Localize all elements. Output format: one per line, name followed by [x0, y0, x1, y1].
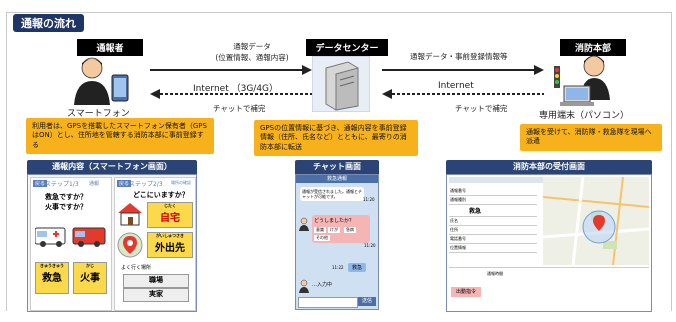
question1-line1: 救急ですか？ [45, 193, 87, 201]
step2-label: ステップ2/3 [129, 181, 163, 188]
terminal-label: 専用端末（パソコン） [539, 111, 630, 121]
hq-footer-label: 通報時間 [487, 271, 503, 276]
hq-info-table: 通報番号 通報種別 救急 氏名 住所 電話番号 位置情報 [449, 187, 537, 253]
gaishutsu-label: 外出先 [155, 243, 185, 254]
chat-msg-2-text: どうしましたか？ [314, 218, 355, 224]
page-title: 通報の流れ [13, 14, 84, 32]
hq-note: 通報を受けて、消防隊・救急隊を現場へ派遣 [520, 124, 662, 151]
smartphone-label: スマートフォン [67, 109, 130, 119]
hq-panel-title: 消防本部の受付画面 [446, 160, 652, 174]
fire-hq-label: 消防本部 [560, 39, 626, 56]
chat-msg-1: 通報が受信されました。通報とチャットが可能です。 [300, 187, 364, 202]
chat-time-2: 11:20 [364, 243, 376, 248]
back-button-2[interactable]: 戻る [117, 180, 132, 187]
hq-row-0: 通報番号 [449, 187, 537, 196]
chat-right-label: チャットで補完 [455, 104, 508, 113]
caller-label: 通報者 [77, 39, 143, 56]
chat-left-label: チャットで補完 [213, 104, 266, 113]
report-data-label: 通報データ (位置情報、通報内容) [212, 41, 292, 63]
caller-note: 利用者は、GPSを搭載したスマートフォン保有者（GPSはON）とし、住所地を管轄… [26, 118, 214, 155]
kyukyu-ruby: きゅうきゅう [40, 263, 64, 268]
outer-frame [6, 12, 672, 311]
chat-input[interactable] [298, 297, 358, 308]
hq-toolbar [449, 177, 543, 183]
map-pin-icon [117, 232, 143, 258]
step2-sub: 場所の確認 [171, 180, 191, 185]
hq-row-4: 住所 [449, 226, 537, 235]
server-icon [312, 56, 370, 112]
operator-avatar-icon [299, 217, 309, 231]
jikka-button[interactable]: 実家 [123, 288, 189, 302]
choice-4[interactable]: その他 [314, 235, 330, 241]
vehicle-icons [35, 227, 106, 247]
hq-row-3: 氏名 [449, 217, 537, 226]
choice-2[interactable]: けが [328, 227, 340, 233]
internet-right-label: Internet [438, 81, 474, 91]
jitaku-label: 自宅 [160, 213, 180, 224]
step1-sub: 通報 [89, 181, 100, 187]
gaishutsu-ruby: がいしゅつさき [156, 233, 184, 238]
jitaku-ruby: じたく [164, 203, 176, 208]
hq-row-2: 救急 [449, 205, 537, 217]
caller-person-icon [74, 57, 129, 105]
hq-row-6: 位置情報 [449, 244, 537, 253]
phone-screen-2: 戻る ステップ2/3 場所の確認 どこにいますか？ じたく 自宅 がいしゅつさき… [114, 177, 196, 311]
kaji-ruby: かじ [86, 263, 94, 268]
question1-line2: 火事ですか？ [45, 203, 87, 211]
back-button-1[interactable]: 戻る [33, 180, 48, 187]
chat-reply: 救急 [348, 263, 367, 272]
operator-avatar-icon-2 [299, 279, 309, 293]
chat-panel-title: チャット画面 [295, 160, 379, 174]
frequent-places-label: よく行く場所 [121, 265, 152, 271]
kyukyu-label: 救急 [42, 273, 62, 284]
choice-1[interactable]: 意識 [314, 227, 326, 233]
internet-left-label: Internet （3G/4G） [193, 84, 279, 94]
forward-data-label: 通報データ・事前登録情報等 [410, 52, 508, 61]
phone-panel: 戻る ステップ1/3 通報 救急ですか？ 火事ですか？ きゅうきゅう [27, 174, 197, 312]
chat-panel: 救急通報 通報が受信されました。通報とチャットが可能です。 11:20 どうしま… [295, 174, 379, 310]
chat-send-button[interactable]: 送信 [358, 297, 376, 306]
gaishutsu-button[interactable]: がいしゅつさき 外出先 [147, 232, 193, 258]
hq-map[interactable] [543, 177, 649, 265]
hq-row-5: 電話番号 [449, 235, 537, 244]
phone-screen-1: 戻る ステップ1/3 通報 救急ですか？ 火事ですか？ きゅうきゅう [30, 177, 112, 311]
kyukyu-button[interactable]: きゅうきゅう 救急 [35, 262, 69, 294]
center-note: GPSの位置情報に基づき、通報内容を事前登録情報（住所、氏名など）とともに、最寄… [254, 120, 418, 157]
chat-msg-2: どうしましたか？ 意識 けが 急病 その他 [312, 215, 370, 243]
question2: どこにいますか？ [133, 191, 189, 199]
chat-typing: …入力中 [312, 282, 333, 288]
step1-label: ステップ1/3 [45, 181, 79, 188]
shokuba-button[interactable]: 職場 [123, 274, 189, 288]
hq-panel: 通報番号 通報種別 救急 氏名 住所 電話番号 位置情報 通報時間 出動指令 [446, 174, 652, 312]
report-data-line2: (位置情報、通報内容) [215, 53, 289, 62]
choice-3[interactable]: 急病 [344, 227, 356, 233]
kaji-button[interactable]: かじ 火事 [73, 262, 107, 294]
jitaku-button[interactable]: じたく 自宅 [147, 202, 193, 228]
flow-arrows [150, 65, 544, 99]
chat-msg-1-time: 11:20 [363, 197, 375, 202]
kaji-label: 火事 [80, 273, 100, 284]
datacenter-label: データセンター [306, 39, 388, 56]
report-data-line1: 通報データ [233, 42, 271, 51]
chat-header: 救急通報 [296, 175, 378, 183]
dispatcher-icon [554, 55, 610, 106]
hq-row-1: 通報種別 [449, 196, 537, 205]
dispatch-button[interactable]: 出動指令 [451, 287, 481, 297]
hq-divider [449, 267, 649, 268]
house-icon [118, 203, 142, 226]
question1: 救急ですか？ 火事ですか？ [45, 192, 87, 212]
chat-time-3: 11:22 [332, 265, 344, 270]
phone-panel-title: 通報内容（スマートフォン画面） [27, 160, 197, 174]
